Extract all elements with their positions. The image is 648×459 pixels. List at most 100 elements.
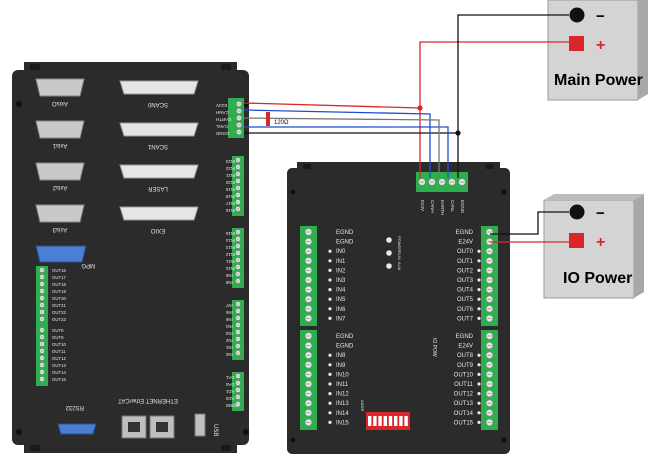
main-power-minus-sign: −: [596, 8, 605, 25]
svg-text:IN5: IN5: [336, 297, 346, 303]
svg-text:OUT1: OUT1: [457, 259, 474, 265]
wire-io-gnd: [490, 211, 569, 235]
resistor-label: 120Ω: [274, 120, 289, 126]
svg-text:EARTH: EARTH: [440, 200, 445, 215]
svg-text:IN8: IN8: [336, 353, 346, 359]
svg-text:EGND: EGND: [460, 200, 465, 214]
svg-text:IN4: IN4: [336, 288, 346, 294]
svg-text:IN10: IN10: [225, 266, 235, 271]
svg-text:IN6: IN6: [336, 307, 346, 313]
svg-text:EGND: EGND: [215, 131, 229, 136]
svg-text:OUT13: OUT13: [52, 363, 66, 368]
motion-controller: AxisO Axis1 Axis2 Axis3 SCAN0 SCAN1 LASE…: [12, 62, 249, 453]
svg-text:IN11: IN11: [225, 259, 234, 264]
svg-text:IN2: IN2: [336, 268, 346, 274]
svg-text:IN21: IN21: [225, 173, 235, 178]
svg-text:IN11: IN11: [336, 382, 349, 388]
svg-text:E24V: E24V: [458, 344, 473, 350]
svg-text:IN3: IN3: [225, 331, 232, 336]
wire-24v-main: [243, 41, 569, 109]
svg-text:CANH: CANH: [430, 200, 435, 213]
svg-text:E24V: E24V: [420, 200, 425, 211]
axis1-connector: Axis1: [35, 120, 85, 148]
laser-connector: LASER: [119, 164, 199, 191]
svg-text:EGND: EGND: [456, 230, 474, 236]
svg-text:Axis1: Axis1: [52, 142, 67, 148]
svg-text:PWM0: PWM0: [225, 403, 239, 408]
svg-text:EGND: EGND: [456, 334, 474, 340]
svg-text:IN17: IN17: [225, 201, 235, 206]
svg-text:IN3: IN3: [336, 278, 346, 284]
main-power-supply: − + Main Power: [547, 0, 648, 101]
io-power-minus-sign: −: [596, 205, 605, 222]
svg-text:IN23: IN23: [225, 159, 235, 164]
svg-text:IN14: IN14: [225, 238, 235, 243]
svg-text:IN0: IN0: [336, 249, 346, 255]
svg-text:ETHERNET EtherCAT: ETHERNET EtherCAT: [118, 397, 178, 403]
main-power-title: Main Power: [554, 72, 643, 89]
svg-text:IN12: IN12: [336, 392, 349, 398]
svg-text:OUT7: OUT7: [457, 316, 474, 322]
svg-text:IN15: IN15: [336, 420, 349, 426]
svg-text:EGND: EGND: [336, 240, 354, 246]
svg-text:IN22: IN22: [225, 166, 235, 171]
ethernet-ports: ETHERNET EtherCAT: [118, 397, 178, 439]
main-power-negative-terminal: [569, 7, 585, 23]
svg-text:OUT13: OUT13: [454, 401, 474, 407]
usb-port: USB: [194, 413, 218, 437]
svg-text:IN14: IN14: [336, 411, 349, 417]
svg-text:CANL: CANL: [450, 200, 455, 213]
io-terminal-right-bottom: EGNDE24VOUT8OUT9OUT10OUT11OUT12OUT13OUT1…: [454, 330, 498, 430]
svg-text:OUT10: OUT10: [454, 372, 474, 378]
svg-text:AD0: AD0: [225, 396, 234, 401]
svg-text:OUT4: OUT4: [457, 288, 474, 294]
rs232-connector: RS232: [57, 404, 97, 435]
svg-text:OUT12: OUT12: [454, 392, 474, 398]
io-expansion-module: E24V CANH EARTH CANL EGND POWER RUN ALM …: [287, 162, 510, 454]
dip-switch[interactable]: ADDR: [360, 400, 410, 430]
svg-text:IN8: IN8: [225, 280, 232, 285]
svg-text:Axis3: Axis3: [52, 226, 67, 232]
svg-text:RS232: RS232: [65, 404, 84, 410]
axis0-connector: AxisO: [35, 78, 85, 106]
scan0-connector: SCAN0: [119, 80, 199, 107]
svg-text:EGND: EGND: [336, 344, 354, 350]
svg-text:OUT22: OUT22: [52, 310, 66, 315]
svg-text:IN16: IN16: [225, 208, 235, 213]
wire-canl: [244, 126, 449, 178]
svg-text:IN1: IN1: [336, 259, 346, 265]
svg-text:IN15: IN15: [225, 231, 235, 236]
controller-power-terminal: E24V CANH EARTH CANL EGND: [215, 98, 244, 138]
svg-text:IN9: IN9: [225, 273, 232, 278]
svg-text:IN7: IN7: [225, 303, 232, 308]
io-power-title: IO Power: [563, 270, 632, 287]
svg-text:OUT14: OUT14: [52, 370, 66, 375]
svg-text:POWER: POWER: [397, 236, 402, 251]
svg-text:IN12: IN12: [225, 252, 235, 257]
io-power-plus-sign: +: [596, 234, 605, 251]
svg-text:IN13: IN13: [225, 245, 235, 250]
svg-text:IN20: IN20: [225, 180, 235, 185]
exio-connector: EXIO: [119, 206, 199, 233]
axis2-connector: Axis2: [35, 162, 85, 190]
svg-text:IN4: IN4: [225, 324, 232, 329]
svg-text:IN9: IN9: [336, 363, 346, 369]
svg-text:OUT10: OUT10: [52, 342, 66, 347]
wire-canh: [243, 109, 431, 178]
svg-text:OUT3: OUT3: [457, 278, 474, 284]
svg-text:SCAN1: SCAN1: [147, 143, 168, 149]
svg-text:IN18: IN18: [225, 194, 235, 199]
wire-earth: [243, 117, 440, 178]
svg-text:Axis2: Axis2: [52, 184, 67, 190]
main-power-plus-sign: +: [596, 37, 605, 54]
axis3-connector: Axis3: [35, 204, 85, 232]
svg-text:OUT9: OUT9: [457, 363, 474, 369]
svg-text:IN6: IN6: [225, 310, 232, 315]
svg-text:DA0: DA0: [225, 382, 234, 387]
